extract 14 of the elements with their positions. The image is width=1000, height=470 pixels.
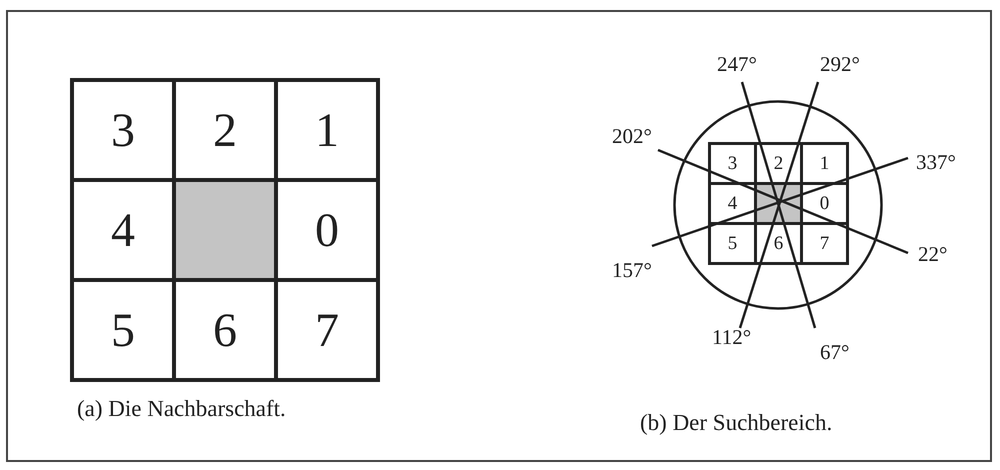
angle-label: 157° (612, 258, 652, 283)
angle-label: 22° (918, 242, 948, 267)
grid-cell: 7 (800, 222, 849, 265)
grid-cell: 5 (708, 222, 757, 265)
angle-label: 337° (916, 150, 956, 175)
angle-label: 67° (820, 340, 850, 365)
caption: (b) Der Suchbereich. (640, 410, 832, 436)
angle-label: 112° (712, 325, 752, 350)
angle-label: 292° (820, 52, 860, 77)
grid-cell: 1 (800, 142, 849, 185)
search-circle (673, 100, 883, 310)
caption: (a) Die Nachbarschaft. (77, 396, 286, 422)
angle-label: 202° (612, 124, 652, 149)
angle-label: 247° (717, 52, 757, 77)
